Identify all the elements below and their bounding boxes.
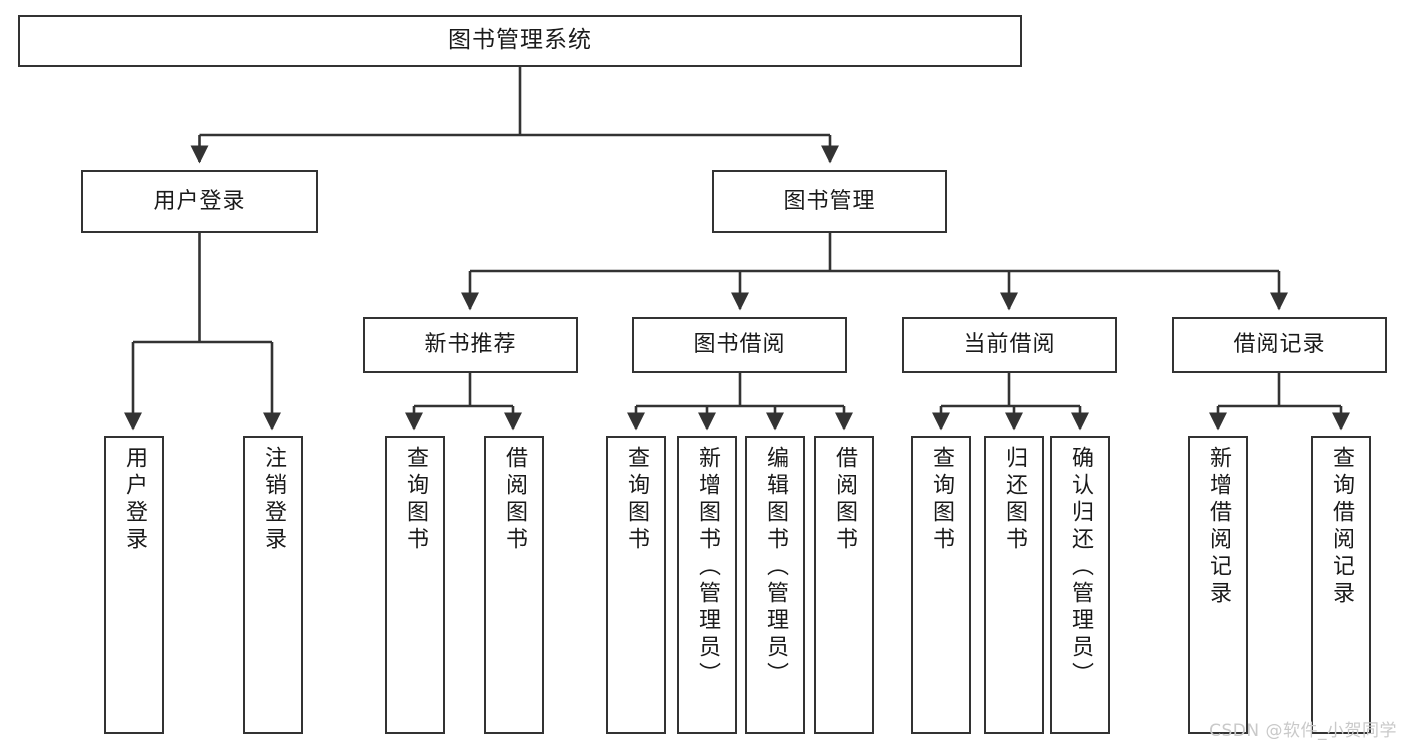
node-leaf-query-record[interactable]: 查询借阅记录	[1311, 436, 1371, 734]
node-leaf-borrow-book-2-label: 借阅图书	[832, 446, 857, 554]
node-current-borrow[interactable]: 当前借阅	[902, 317, 1117, 373]
node-leaf-return-book-label: 归还图书	[1002, 446, 1027, 554]
node-new-book-rec-label: 新书推荐	[424, 332, 517, 358]
node-book-manage[interactable]: 图书管理	[712, 170, 947, 233]
node-leaf-borrow-book-2[interactable]: 借阅图书	[814, 436, 874, 734]
node-leaf-user-login-label: 用户登录	[122, 446, 147, 554]
watermark-text: CSDN @软件_小贺同学	[1209, 721, 1397, 741]
node-leaf-confirm-return-label: 确认归还（管理员）	[1068, 446, 1093, 689]
node-new-book-rec[interactable]: 新书推荐	[363, 317, 578, 373]
node-leaf-add-record[interactable]: 新增借阅记录	[1188, 436, 1248, 734]
node-leaf-query-book-3-label: 查询图书	[929, 446, 954, 554]
node-leaf-query-record-label: 查询借阅记录	[1329, 446, 1354, 608]
node-current-borrow-label: 当前借阅	[963, 332, 1056, 358]
node-root[interactable]: 图书管理系统	[18, 15, 1022, 67]
node-borrow-record[interactable]: 借阅记录	[1172, 317, 1387, 373]
node-leaf-query-book-2-label: 查询图书	[624, 446, 649, 554]
node-book-borrow-label: 图书借阅	[693, 332, 786, 358]
node-root-label: 图书管理系统	[448, 27, 592, 54]
node-leaf-borrow-book-1[interactable]: 借阅图书	[484, 436, 544, 734]
node-book-borrow[interactable]: 图书借阅	[632, 317, 847, 373]
node-leaf-query-book-1[interactable]: 查询图书	[385, 436, 445, 734]
node-leaf-query-book-1-label: 查询图书	[403, 446, 428, 554]
node-leaf-return-book[interactable]: 归还图书	[984, 436, 1044, 734]
node-leaf-add-book[interactable]: 新增图书（管理员）	[677, 436, 737, 734]
node-borrow-record-label: 借阅记录	[1233, 332, 1326, 358]
node-leaf-borrow-book-1-label: 借阅图书	[502, 446, 527, 554]
node-leaf-query-book-3[interactable]: 查询图书	[911, 436, 971, 734]
node-leaf-logout[interactable]: 注销登录	[243, 436, 303, 734]
node-leaf-user-login[interactable]: 用户登录	[104, 436, 164, 734]
node-leaf-logout-label: 注销登录	[261, 446, 286, 554]
node-user-login[interactable]: 用户登录	[81, 170, 318, 233]
node-leaf-edit-book[interactable]: 编辑图书（管理员）	[745, 436, 805, 734]
node-leaf-edit-book-label: 编辑图书（管理员）	[763, 446, 788, 689]
node-leaf-add-book-label: 新增图书（管理员）	[695, 446, 720, 689]
node-leaf-add-record-label: 新增借阅记录	[1206, 446, 1231, 608]
node-book-manage-label: 图书管理	[783, 188, 876, 214]
node-leaf-query-book-2[interactable]: 查询图书	[606, 436, 666, 734]
node-leaf-confirm-return[interactable]: 确认归还（管理员）	[1050, 436, 1110, 734]
node-user-login-label: 用户登录	[153, 188, 246, 214]
